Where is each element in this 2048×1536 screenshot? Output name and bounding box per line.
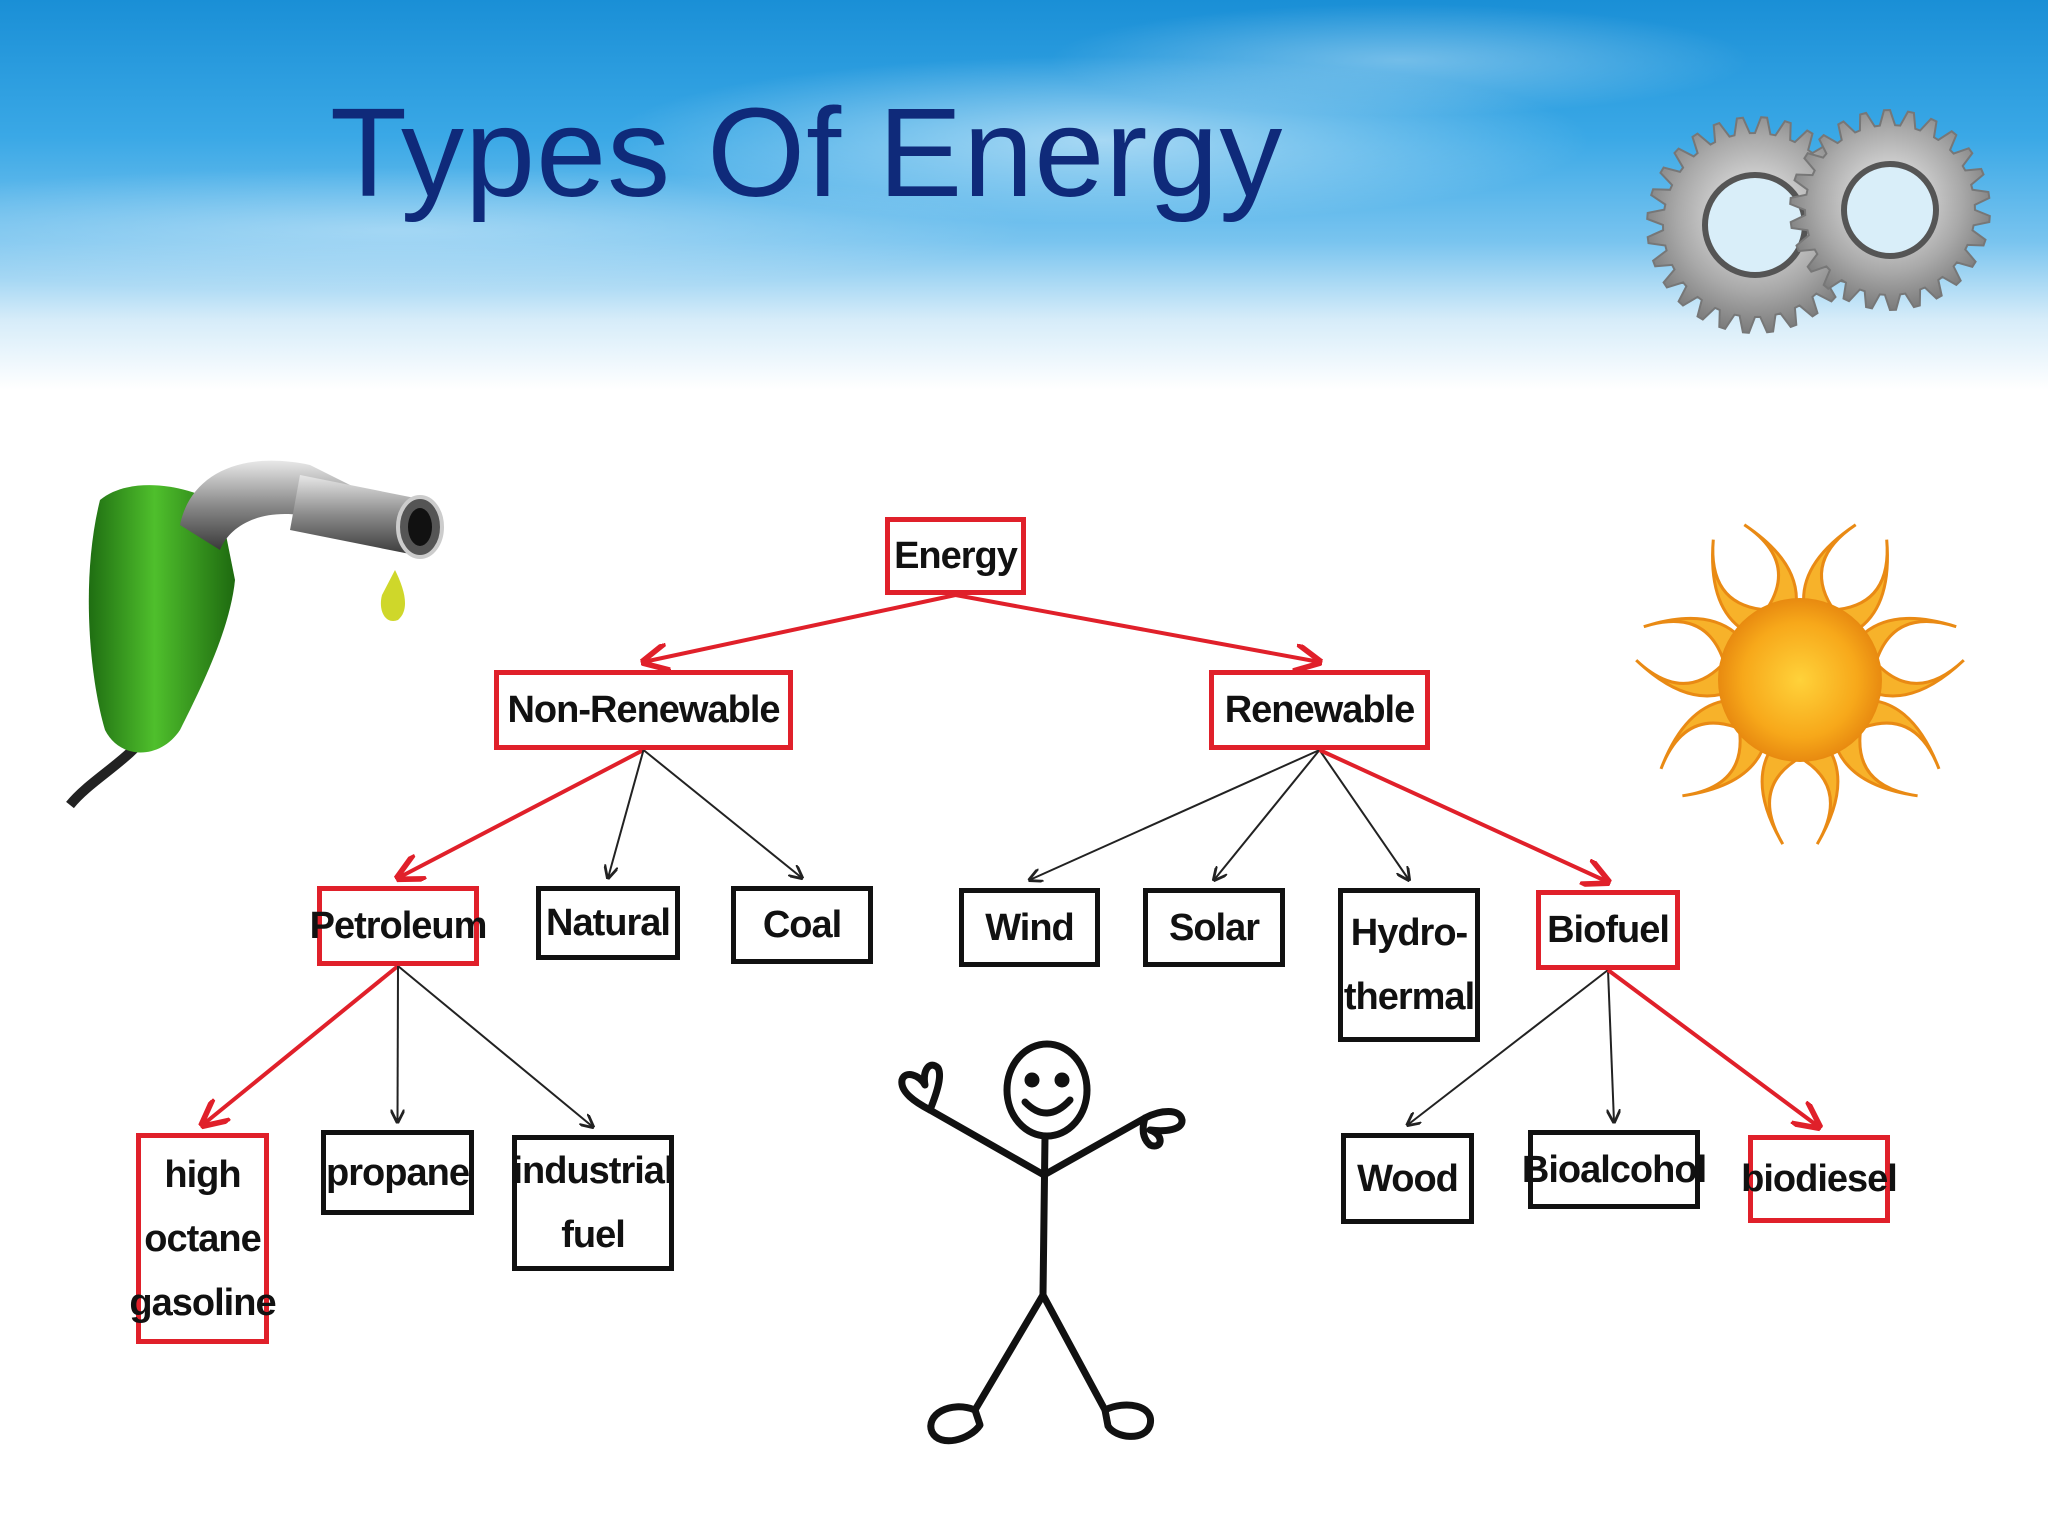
edge-energy-to-renewable xyxy=(955,593,1320,662)
sun-icon xyxy=(1635,523,1965,845)
edge-renewable-to-biofuel xyxy=(1318,748,1609,882)
node-biodiesel: biodiesel xyxy=(1741,1135,1898,1223)
node-wind: Wind xyxy=(959,888,1100,967)
node-biofuel: Biofuel xyxy=(1536,890,1680,970)
edge-petroleum-to-propane xyxy=(398,965,399,1122)
node-coal: Coal xyxy=(731,886,873,964)
edge-renewable-to-wind xyxy=(1030,749,1320,880)
edge-biofuel-to-bioalcohol xyxy=(1608,969,1614,1122)
page-title: Types Of Energy xyxy=(330,82,1284,223)
edge-non_renewable-to-natural xyxy=(608,749,645,878)
node-petroleum: Petroleum xyxy=(310,886,487,966)
edge-energy-to-non_renewable xyxy=(644,593,956,662)
node-energy: Energy xyxy=(885,517,1026,595)
node-solar: Solar xyxy=(1143,888,1285,967)
node-high-octane-gasoline: high octane gasoline xyxy=(129,1133,277,1344)
gears-icon xyxy=(1646,108,1991,334)
node-natural: Natural xyxy=(536,886,680,960)
edge-renewable-to-hydro_thermal xyxy=(1318,749,1410,880)
edge-non_renewable-to-coal xyxy=(642,749,803,878)
node-renewable: Renewable xyxy=(1209,670,1430,750)
node-wood: Wood xyxy=(1341,1133,1474,1224)
edge-petroleum-to-high_octane_gasoline xyxy=(203,964,400,1125)
edge-biofuel-to-wood xyxy=(1408,969,1609,1125)
edge-non_renewable-to-petroleum xyxy=(398,748,645,878)
node-hydro-thermal: Hydro- thermal xyxy=(1338,888,1480,1042)
fuel-nozzle-icon xyxy=(66,460,444,809)
node-industrial-fuel: industrial fuel xyxy=(512,1135,675,1271)
gear-right xyxy=(1789,108,1991,312)
node-non-renewable: Non-Renewable xyxy=(494,670,793,750)
edge-petroleum-to-industrial_fuel xyxy=(397,965,593,1127)
stick-figure-icon xyxy=(898,1040,1186,1445)
edge-biofuel-to-biodiesel xyxy=(1606,968,1819,1127)
edge-renewable-to-solar xyxy=(1214,749,1321,880)
node-propane: propane xyxy=(321,1130,474,1215)
node-bioalcohol: Bioalcohol xyxy=(1522,1130,1707,1209)
